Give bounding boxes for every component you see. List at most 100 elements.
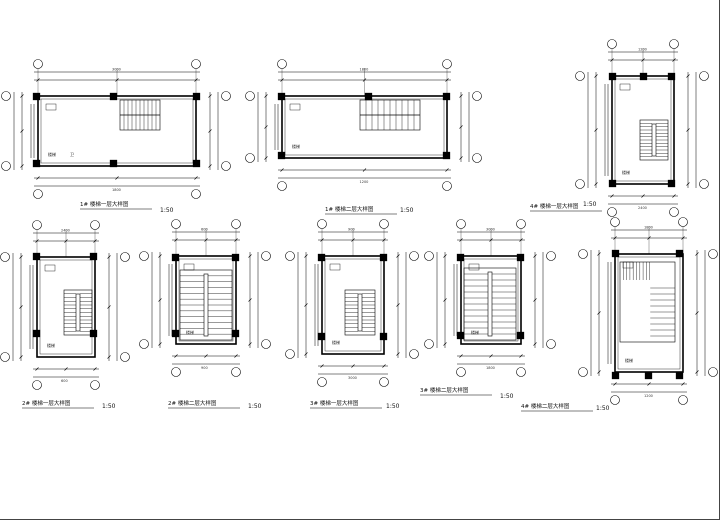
grid-axis-bubble xyxy=(317,377,327,387)
room-label: 楼梯 xyxy=(48,151,56,157)
grid-axis-bubble xyxy=(610,395,620,405)
dimension-text: 900 xyxy=(348,228,355,232)
room-label: 楼梯 xyxy=(625,357,633,363)
grid-axis-bubble xyxy=(442,181,452,191)
grid-axis-bubble xyxy=(669,207,679,217)
grid-axis-bubble xyxy=(546,251,556,261)
grid-axis-bubble xyxy=(32,380,42,390)
grid-axis-bubble xyxy=(516,219,526,229)
stair-flight xyxy=(639,119,669,161)
grid-axis-bubble xyxy=(610,217,620,227)
dimension-text: 2400 xyxy=(61,229,70,233)
grid-axis-bubble xyxy=(1,91,11,101)
room-label: 楼梯 xyxy=(622,169,630,175)
dimension-text: 2400 xyxy=(638,206,647,210)
grid-axis-bubble xyxy=(607,39,617,49)
plan-scale: 1:50 xyxy=(102,403,116,410)
grid-axis-bubble xyxy=(424,251,434,261)
grid-axis-bubble xyxy=(139,339,149,349)
grid-axis-bubble xyxy=(245,153,255,163)
grid-axis-bubble xyxy=(379,377,389,387)
dimension-text: 1200 xyxy=(360,180,369,184)
grid-axis-bubble xyxy=(669,39,679,49)
grid-axis-bubble xyxy=(699,179,709,189)
grid-axis-bubble xyxy=(578,249,588,259)
grid-axis-bubble xyxy=(0,252,10,262)
grid-axis-bubble xyxy=(277,59,287,69)
grid-axis-bubble xyxy=(472,91,482,101)
plan-scale: 1:50 xyxy=(400,207,414,214)
dimension-text: 3000 xyxy=(112,68,121,72)
grid-axis-bubble xyxy=(678,395,688,405)
grid-axis-bubble xyxy=(139,251,149,261)
stair-plan-p2: 1800 1200 楼梯 1# 楼梯二层大样图 1:50 xyxy=(245,59,482,215)
dimension-text: 900 xyxy=(201,366,208,370)
grid-axis-bubble xyxy=(578,367,588,377)
plan-caption: 2# 楼梯一层大样图 xyxy=(22,399,71,407)
dimension-text: 3000 xyxy=(486,228,495,232)
grid-axis-bubble xyxy=(245,91,255,101)
dimension-text: 1200 xyxy=(638,48,647,52)
grid-axis-bubble xyxy=(379,219,389,229)
room-label: 楼梯 xyxy=(292,143,300,149)
grid-axis-bubble xyxy=(0,352,10,362)
grid-axis-bubble xyxy=(32,220,42,230)
plan-scale: 1:50 xyxy=(386,403,400,410)
grid-axis-bubble xyxy=(575,179,585,189)
grid-axis-bubble xyxy=(472,153,482,163)
grid-axis-bubble xyxy=(678,217,688,227)
grid-axis-bubble xyxy=(33,189,43,199)
grid-axis-bubble xyxy=(1,161,11,171)
grid-axis-bubble xyxy=(456,219,466,229)
room-label: 楼梯 xyxy=(332,339,340,345)
grid-axis-bubble xyxy=(120,352,130,362)
grid-axis-bubble xyxy=(285,251,295,261)
stair-flight xyxy=(359,99,421,131)
stair-flight xyxy=(463,267,517,341)
grid-axis-bubble xyxy=(456,367,466,377)
room-label: 楼梯 xyxy=(186,329,194,335)
grid-axis-bubble xyxy=(708,249,718,259)
dimension-text: 1200 xyxy=(644,394,653,398)
stair-flight xyxy=(619,261,676,343)
grid-axis-bubble xyxy=(261,251,271,261)
plan-caption: 3# 楼梯一层大样图 xyxy=(310,399,359,407)
dimension-text: 1800 xyxy=(112,188,121,192)
dimension-text: 1800 xyxy=(644,226,653,230)
grid-axis-bubble xyxy=(191,59,201,69)
grid-axis-bubble xyxy=(409,349,419,359)
grid-axis-bubble xyxy=(90,380,100,390)
dimension-text: 1800 xyxy=(360,68,369,72)
grid-axis-bubble xyxy=(442,59,452,69)
grid-axis-bubble xyxy=(277,181,287,191)
grid-axis-bubble xyxy=(33,59,43,69)
plan-scale: 1:50 xyxy=(160,207,174,214)
grid-axis-bubble xyxy=(231,219,241,229)
grid-axis-bubble xyxy=(546,339,556,349)
plan-scale: 1:50 xyxy=(596,405,610,412)
stair-flight xyxy=(179,269,233,341)
grid-axis-bubble xyxy=(516,367,526,377)
plan-scale: 1:50 xyxy=(500,393,514,400)
grid-axis-bubble xyxy=(708,367,718,377)
grid-axis-bubble xyxy=(575,71,585,81)
stair-flight xyxy=(344,289,376,336)
grid-axis-bubble xyxy=(231,367,241,377)
grid-axis-bubble xyxy=(317,219,327,229)
plan-caption: 4# 楼梯一层大样图 xyxy=(530,202,579,210)
grid-axis-bubble xyxy=(285,349,295,359)
grid-axis-bubble xyxy=(261,339,271,349)
room-label: 卫 xyxy=(70,152,74,157)
plan-caption: 1# 楼梯二层大样图 xyxy=(325,205,374,213)
grid-axis-bubble xyxy=(699,71,709,81)
grid-axis-bubble xyxy=(221,161,231,171)
stair-flight xyxy=(119,99,161,131)
grid-axis-bubble xyxy=(221,91,231,101)
